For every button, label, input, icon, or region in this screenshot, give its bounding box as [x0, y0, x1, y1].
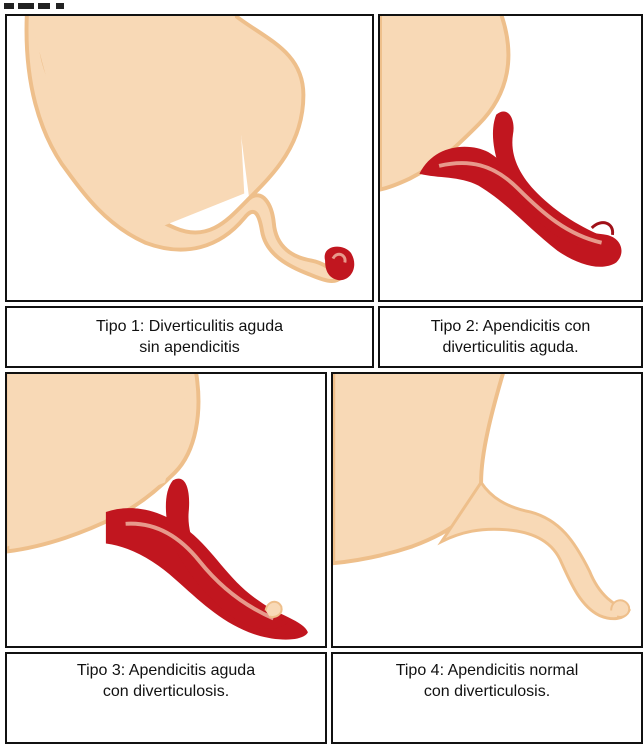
caption-tipo2-line1: Tipo 2: Apendicitis con	[431, 316, 591, 337]
caption-tipo2: Tipo 2: Apendicitis con diverticulitis a…	[378, 306, 643, 368]
caption-tipo3-line2: con diverticulosis.	[103, 681, 229, 702]
panel-tipo2-illustration	[378, 14, 643, 302]
caption-tipo4: Tipo 4: Apendicitis normal con diverticu…	[331, 652, 643, 744]
colon-appendix-tipo4-image	[333, 374, 641, 646]
colon-appendix-tipo1-image	[7, 16, 372, 300]
panel-tipo4-illustration	[331, 372, 643, 648]
colon-appendix-tipo3-image	[7, 374, 325, 646]
caption-tipo4-line1: Tipo 4: Apendicitis normal	[396, 660, 579, 681]
panel-tipo3-illustration	[5, 372, 327, 648]
panel-tipo1-illustration	[5, 14, 374, 302]
caption-tipo3: Tipo 3: Apendicitis aguda con diverticul…	[5, 652, 327, 744]
caption-tipo4-line2: con diverticulosis.	[424, 681, 550, 702]
caption-tipo1: Tipo 1: Diverticulitis aguda sin apendic…	[5, 306, 374, 368]
colon-appendix-tipo2-image	[380, 16, 641, 300]
caption-tipo1-line2: sin apendicitis	[139, 337, 240, 358]
caption-tipo3-line1: Tipo 3: Apendicitis aguda	[77, 660, 255, 681]
caption-tipo2-line2: diverticulitis aguda.	[442, 337, 578, 358]
caption-tipo1-line1: Tipo 1: Diverticulitis aguda	[96, 316, 283, 337]
cropped-header-fragment	[0, 0, 643, 12]
